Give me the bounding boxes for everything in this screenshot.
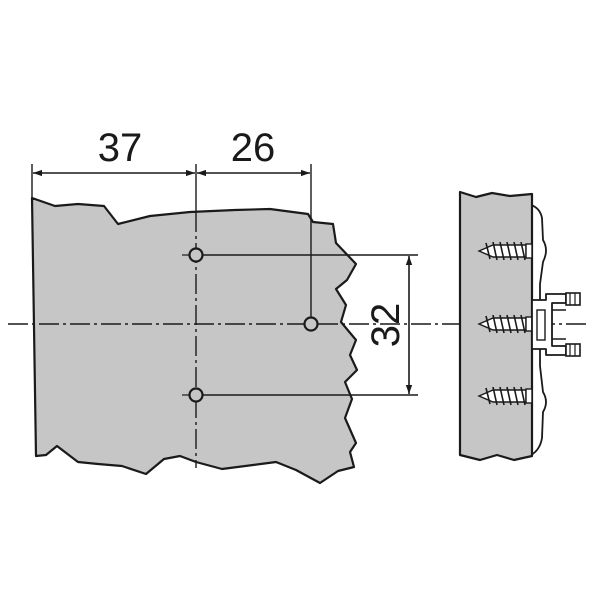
side-view <box>458 190 581 462</box>
screw-top <box>477 241 533 261</box>
hole-center <box>303 316 319 332</box>
hole-bottom <box>188 387 204 403</box>
panel-front <box>30 196 359 485</box>
front-view: 37 26 32 <box>8 126 590 485</box>
dimension-label-32: 32 <box>364 303 408 348</box>
hole-top <box>188 247 204 263</box>
screw-bottom <box>477 386 533 406</box>
dimension-label-37: 37 <box>98 126 143 170</box>
dimension-label-26: 26 <box>231 126 276 170</box>
screw-center <box>477 314 533 334</box>
hinge-bracket <box>531 292 581 357</box>
